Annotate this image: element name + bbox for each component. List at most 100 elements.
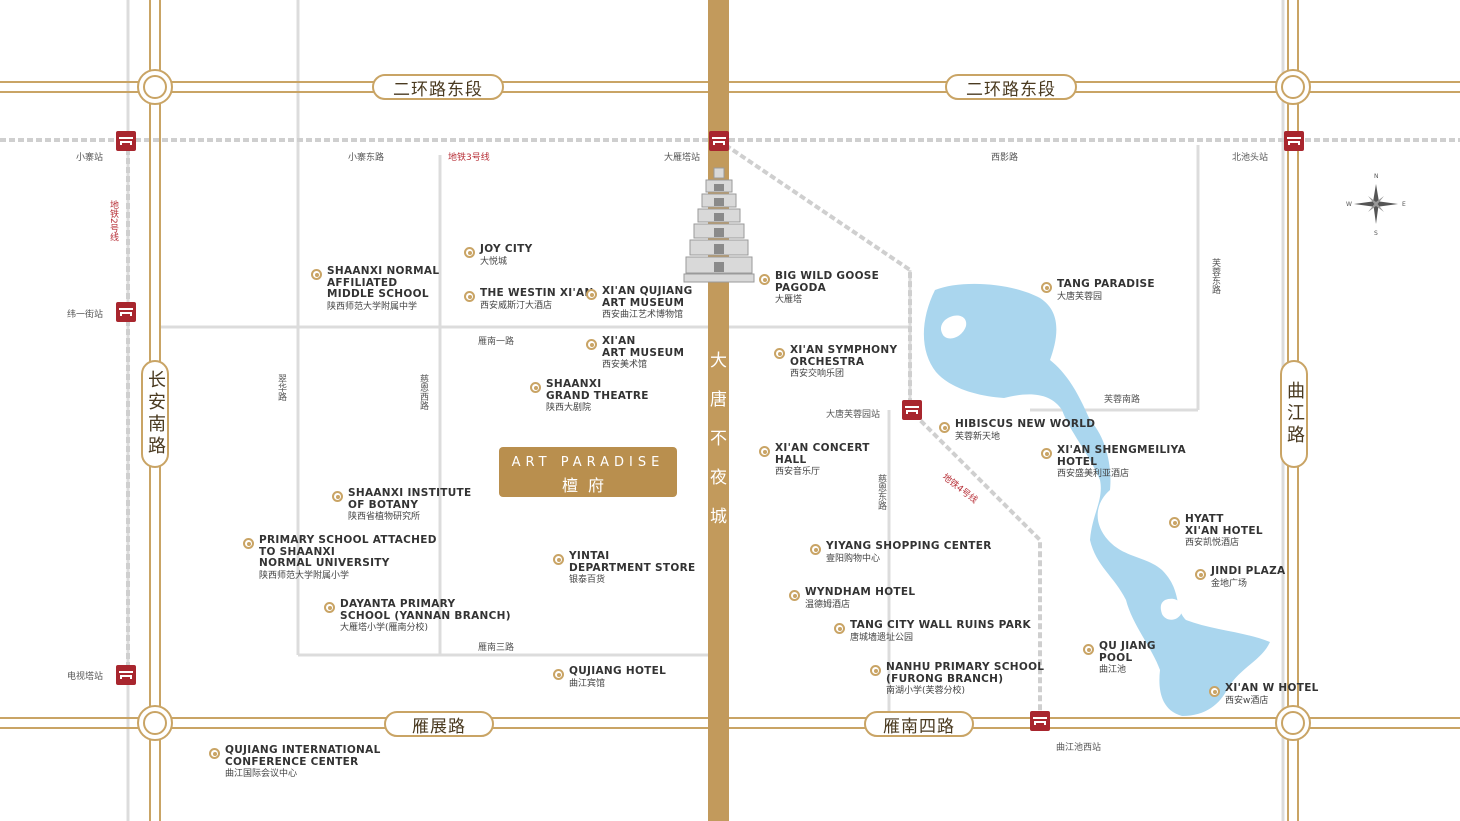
poi-dot-icon bbox=[759, 274, 770, 285]
poi-name-cn: 壹阳购物中心 bbox=[826, 553, 881, 564]
compass-rose-icon: N E S W bbox=[1346, 173, 1406, 236]
poi-name-en: XI'AN SHENGMEILIYA HOTEL bbox=[1057, 444, 1186, 468]
poi-name-cn: 曲江宾馆 bbox=[569, 678, 606, 689]
poi-name-en: HIBISCUS NEW WORLD bbox=[955, 418, 1096, 430]
poi-dot-icon bbox=[1083, 644, 1094, 655]
metro-station-icon bbox=[116, 302, 136, 322]
poi-name-en: YIYANG SHOPPING CENTER bbox=[826, 540, 992, 552]
poi-name-cn: 陕西省植物研究所 bbox=[348, 512, 421, 522]
road-label-cuihua: 翠华路 bbox=[276, 374, 286, 401]
road-label-ring2-east-left: 二环路东段 bbox=[372, 74, 504, 100]
road-label-furong-east: 芙蓉东路 bbox=[1210, 258, 1220, 294]
metro-station-icon bbox=[116, 665, 136, 685]
poi-name-cn: 陕西大剧院 bbox=[546, 403, 592, 413]
poi-marker[interactable]: DAYANTA PRIMARY SCHOOL (YANNAN BRANCH)大雁… bbox=[324, 598, 511, 634]
poi-dot-icon bbox=[1209, 686, 1220, 697]
poi-name-cn: 西安盛美利亚酒店 bbox=[1057, 469, 1130, 479]
poi-name-en: SHAANXI NORMAL AFFILIATED MIDDLE SCHOOL bbox=[327, 265, 440, 300]
metro-station-icon bbox=[116, 131, 136, 151]
poi-name-en: XI'AN CONCERT HALL bbox=[775, 442, 870, 466]
poi-name-en: QUJIANG INTERNATIONAL CONFERENCE CENTER bbox=[225, 744, 381, 768]
poi-marker[interactable]: PRIMARY SCHOOL ATTACHED TO SHAANXI NORMA… bbox=[243, 534, 437, 582]
poi-name-en: QU JIANG POOL bbox=[1099, 640, 1156, 664]
poi-name-cn: 西安凯悦酒店 bbox=[1185, 538, 1240, 548]
road-label-xiying: 西影路 bbox=[991, 153, 1019, 163]
poi-name-en: XI'AN SYMPHONY ORCHESTRA bbox=[790, 344, 898, 368]
poi-name-cn: 大雁塔小学(雁南分校) bbox=[340, 623, 429, 633]
poi-name-en: THE WESTIN XI'AN bbox=[480, 287, 594, 299]
poi-dot-icon bbox=[464, 291, 475, 302]
poi-name-en: YINTAI DEPARTMENT STORE bbox=[569, 550, 696, 574]
road-label-yannan3: 雁南三路 bbox=[478, 643, 515, 653]
poi-name-cn: 温德姆酒店 bbox=[805, 599, 851, 610]
poi-name-en: WYNDHAM HOTEL bbox=[805, 586, 916, 598]
poi-dot-icon bbox=[586, 339, 597, 350]
poi-name-en: HYATT XI'AN HOTEL bbox=[1185, 513, 1263, 537]
poi-name-en: XI'AN W HOTEL bbox=[1225, 682, 1319, 694]
poi-name-cn: 大雁塔 bbox=[775, 295, 803, 305]
datang-avenue bbox=[708, 0, 729, 821]
poi-dot-icon bbox=[243, 538, 254, 549]
poi-dot-icon bbox=[586, 289, 597, 300]
station-label-dianshita: 电视塔站 bbox=[67, 672, 104, 682]
road-label-yannan4: 雁南四路 bbox=[864, 711, 974, 737]
poi-name-cn: 金地广场 bbox=[1211, 578, 1248, 589]
poi-dot-icon bbox=[553, 554, 564, 565]
poi-name-en: BIG WILD GOOSE PAGODA bbox=[775, 270, 880, 294]
poi-name-cn: 银泰百货 bbox=[569, 575, 606, 585]
poi-name-en: DAYANTA PRIMARY SCHOOL (YANNAN BRANCH) bbox=[340, 598, 511, 622]
road-label-changan-south: 长安南路 bbox=[141, 360, 169, 468]
poi-name-en: PRIMARY SCHOOL ATTACHED TO SHAANXI NORMA… bbox=[259, 534, 437, 569]
road-label-ring2-east-right: 二环路东段 bbox=[945, 74, 1077, 100]
poi-name-en: JOY CITY bbox=[480, 243, 533, 255]
poi-marker[interactable]: NANHU PRIMARY SCHOOL (FURONG BRANCH)南湖小学… bbox=[870, 661, 1044, 697]
metro-station-icon bbox=[1284, 131, 1304, 151]
station-label-weiyijie: 纬一街站 bbox=[67, 310, 104, 320]
poi-name-en: XI'AN QUJIANG ART MUSEUM bbox=[602, 285, 693, 309]
project-marker[interactable]: ART PARADISE 檀府 bbox=[499, 447, 677, 497]
compass-w: W bbox=[1346, 201, 1352, 208]
poi-name-cn: 西安威斯汀大酒店 bbox=[480, 300, 553, 311]
poi-dot-icon bbox=[324, 602, 335, 613]
poi-dot-icon bbox=[1041, 448, 1052, 459]
metro-label-line2: 地铁2号线 bbox=[108, 200, 118, 242]
road-label-yannan1: 雁南一路 bbox=[478, 337, 515, 347]
poi-name-cn: 陕西师范大学附属小学 bbox=[259, 570, 350, 581]
poi-name-cn: 南湖小学(芙蓉分校) bbox=[886, 686, 966, 696]
poi-name-cn: 唐城墙遗址公园 bbox=[850, 632, 914, 643]
road-label-qujiang: 曲江路 bbox=[1280, 360, 1308, 468]
poi-name-cn: 西安曲江艺术博物馆 bbox=[602, 310, 684, 320]
poi-name-en: XI'AN ART MUSEUM bbox=[602, 335, 685, 359]
station-label-datang-furong: 大唐芙蓉园站 bbox=[826, 410, 881, 420]
poi-dot-icon bbox=[1195, 569, 1206, 580]
road-label-cien-west: 慈恩西路 bbox=[418, 374, 428, 410]
poi-name-cn: 陕西师范大学附属中学 bbox=[327, 301, 418, 312]
poi-name-cn: 曲江国际会议中心 bbox=[225, 769, 298, 779]
poi-dot-icon bbox=[939, 422, 950, 433]
metro-station-icon bbox=[1030, 711, 1050, 731]
